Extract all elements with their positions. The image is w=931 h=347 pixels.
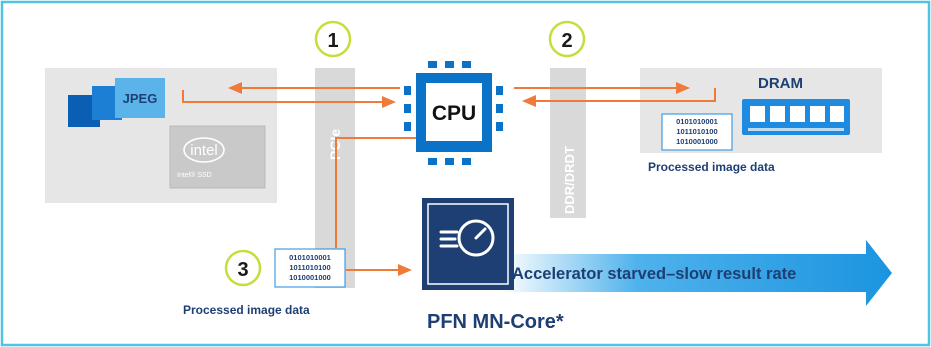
arrow-dram-to-cpu [534, 88, 716, 102]
intel-logo-ring [183, 137, 225, 163]
step-marker-1-label: 1 [327, 30, 338, 52]
dram-caption: Processed image data [648, 160, 775, 174]
staging-binary-2: 1010001000 [289, 273, 331, 282]
ddr-bar [550, 68, 586, 218]
intel-logo: intel [190, 142, 218, 159]
dram-label: DRAM [758, 75, 803, 92]
speedometer-icon [439, 219, 495, 257]
arrow-cpu-to-storage-head [228, 82, 242, 94]
dram-binary-0: 0101010001 [676, 117, 718, 126]
accelerator-card [422, 198, 514, 290]
staging-binary-0: 0101010001 [289, 253, 331, 262]
step-marker-2-label: 2 [561, 30, 572, 52]
dram-module-icon [742, 99, 850, 135]
ssd-drive [169, 125, 266, 189]
throughput-label: Accelerator starved–slow result rate [512, 265, 796, 283]
jpeg-tile-front [115, 78, 165, 118]
step-marker-1: 1 [314, 20, 352, 58]
accelerator-name: PFN MN-Core* [427, 311, 564, 333]
step-marker-3: 3 [224, 249, 262, 287]
staging-caption: Processed image data [183, 303, 310, 317]
ddr-label: DDR/DRDT [562, 146, 577, 214]
arrow-cpu-to-staging [335, 137, 416, 248]
cpu-label: CPU [432, 102, 476, 125]
staging-binary-1: 1011010100 [289, 263, 330, 272]
arrows [182, 82, 716, 276]
dram-binary-2: 1010001000 [676, 137, 718, 146]
staging-data-card [274, 248, 346, 288]
step-marker-2: 2 [548, 20, 586, 58]
arrow-storage-to-cpu [182, 90, 384, 103]
arrow-staging-to-accelerator-head [398, 264, 412, 276]
dram-binary-1: 1011010100 [676, 127, 717, 136]
arrow-cpu-to-dram-head [676, 82, 690, 94]
ssd-caption: Intel® SSD [177, 171, 212, 179]
throughput-arrow [500, 240, 892, 306]
arrow-dram-to-cpu-head [522, 95, 536, 107]
dram-data-card [661, 113, 733, 151]
jpeg-label: JPEG [123, 91, 158, 106]
step-marker-3-label: 3 [237, 259, 248, 281]
arrow-storage-to-cpu-head [382, 96, 396, 108]
cpu-chip [404, 61, 503, 165]
